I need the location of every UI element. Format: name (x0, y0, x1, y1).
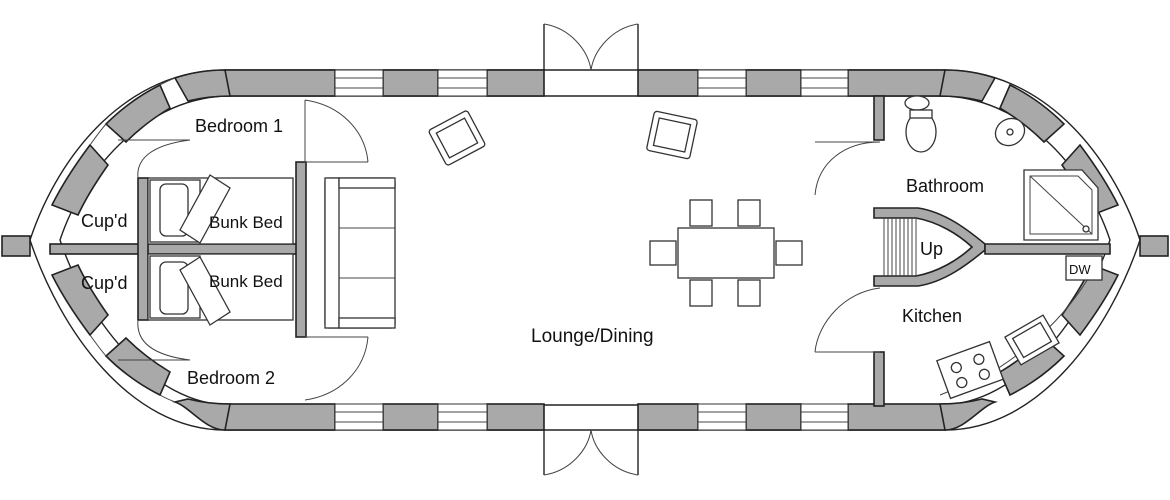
shower-tray (1023, 169, 1099, 241)
label-stairs-up: Up (920, 239, 943, 259)
label-bunk-bed-bottom: Bunk Bed (209, 272, 283, 291)
label-cupboard-bottom: Cup'd (81, 273, 127, 293)
label-dishwasher: DW (1069, 262, 1091, 277)
right-interior-walls (814, 95, 1111, 407)
label-bunk-bed-top: Bunk Bed (209, 213, 283, 232)
armchair-left (428, 110, 486, 166)
label-bedroom-2: Bedroom 2 (187, 368, 275, 388)
wash-basin (994, 117, 1026, 147)
bunk-bed-top (147, 174, 294, 245)
label-lounge-dining: Lounge/Dining (531, 326, 654, 347)
hob (936, 340, 1004, 400)
label-kitchen: Kitchen (902, 306, 962, 326)
label-bathroom: Bathroom (906, 176, 984, 196)
staircase (883, 218, 917, 276)
label-cupboard-top: Cup'd (81, 211, 127, 231)
left-interior-walls (49, 99, 369, 401)
french-doors-top (543, 23, 639, 71)
bunk-bed-bottom (147, 253, 294, 326)
dining-table (649, 199, 803, 307)
outer-walls (1, 69, 1169, 431)
label-bedroom-1: Bedroom 1 (195, 116, 283, 136)
toilet (904, 95, 937, 153)
armchair-right (646, 110, 698, 160)
sofa (324, 177, 396, 329)
kitchen-sink (1004, 314, 1060, 366)
french-doors-bottom (543, 429, 639, 476)
